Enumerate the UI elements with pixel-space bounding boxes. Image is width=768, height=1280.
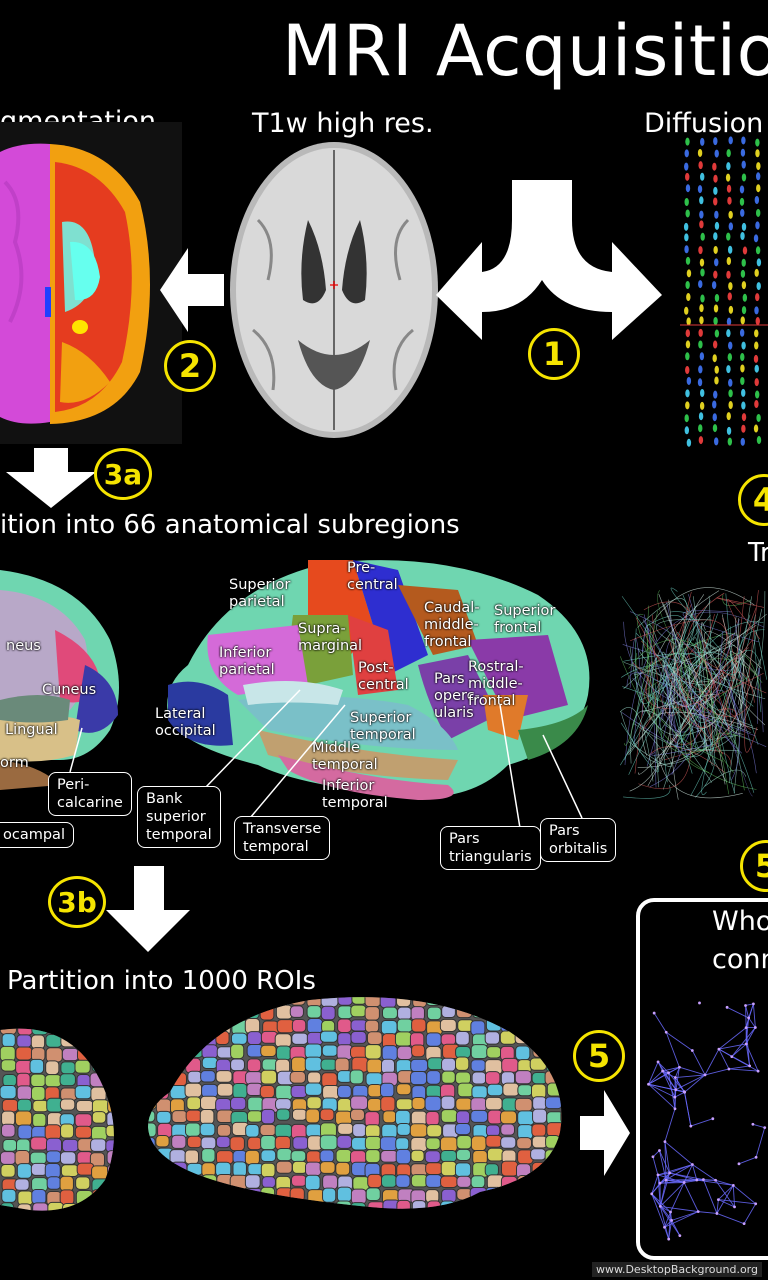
connectome-title-line2: conn: [712, 944, 768, 975]
callout-parahippocampal: ocampal: [0, 822, 74, 848]
region-label-lingual: Lingual: [5, 722, 58, 738]
step-1-badge: 1: [528, 328, 580, 380]
region-label-inferior-temporal: Inferior temporal: [322, 778, 388, 811]
region-label-supramarginal: Supra- marginal: [298, 621, 363, 654]
diffusion-glyph-field: [680, 136, 768, 447]
region-label-caudal-middle-frontal: Caudal- middle- frontal: [424, 600, 480, 650]
medial-brain-parcellation: [0, 570, 119, 790]
region-label-superior-frontal: Superior frontal: [494, 603, 556, 636]
connectome-network: [647, 1001, 767, 1241]
arrow-to-segmentation: [160, 248, 224, 332]
region-label-inferior-parietal: Inferior parietal: [219, 645, 275, 678]
region-label-middle-temporal: Middle temporal: [312, 740, 378, 773]
region-label-postcentral: Post- central: [358, 660, 409, 693]
region-label-cuneus: Cuneus: [42, 682, 97, 698]
tractography-title: Tr: [748, 538, 768, 568]
step-3a-badge: 3a: [94, 448, 152, 500]
arrow-to-connectome: [580, 1090, 630, 1176]
region-label-precentral: Pre- central: [347, 560, 398, 593]
arrow-down-3a: [6, 448, 96, 508]
region-label-superior-parietal: Superior parietal: [229, 577, 291, 610]
step-5-badge-top: 5: [740, 840, 768, 892]
watermark: www.DesktopBackground.org: [591, 1262, 762, 1277]
step-5-badge: 5: [573, 1030, 625, 1082]
connectome-panel: [636, 898, 768, 1260]
page-title: MRI Acquisitio: [282, 10, 768, 92]
region-label-cuneus-partial: neus: [6, 638, 41, 654]
callout-pars-orbitalis: Pars orbitalis: [540, 818, 617, 862]
roi-1000-medial-brain: [0, 1028, 114, 1211]
connectome-title-line1: Who: [712, 906, 768, 937]
callout-pars-triangularis: Pars triangularis: [440, 826, 541, 870]
callout-pericalcarine: Peri- calcarine: [48, 772, 132, 816]
lateral-brain-parcellation: [167, 560, 590, 800]
region-label-rostral-middle-frontal: Rostral- middle- frontal: [468, 659, 524, 709]
segmentation-image: [0, 122, 182, 444]
region-label-superior-temporal: Superior temporal: [350, 710, 416, 743]
region-label-fusiform-partial: orm: [0, 755, 29, 771]
region-label-lateral-occipital: Lateral occipital: [155, 706, 216, 739]
step-2-badge: 2: [164, 340, 216, 392]
partition-1000-subtitle: Partition into 1000 ROIs: [7, 966, 316, 996]
roi-1000-lateral-brain: [148, 997, 562, 1209]
t1w-header: T1w high res.: [252, 108, 434, 139]
t1w-brain-image: [230, 142, 438, 438]
partition-66-subtitle: ition into 66 anatomical subregions: [0, 510, 460, 540]
step-3b-badge: 3b: [48, 876, 106, 928]
callout-bank-superior-temporal: Bank superior temporal: [137, 786, 221, 848]
diffusion-header: Diffusion: [644, 108, 764, 139]
tractography-image: [619, 587, 768, 800]
split-arrow: [436, 180, 662, 340]
region-label-pars-opercularis: Pars operc- ularis: [434, 671, 480, 721]
callout-transverse-temporal: Transverse temporal: [234, 816, 331, 860]
arrow-down-3b: [106, 866, 190, 952]
